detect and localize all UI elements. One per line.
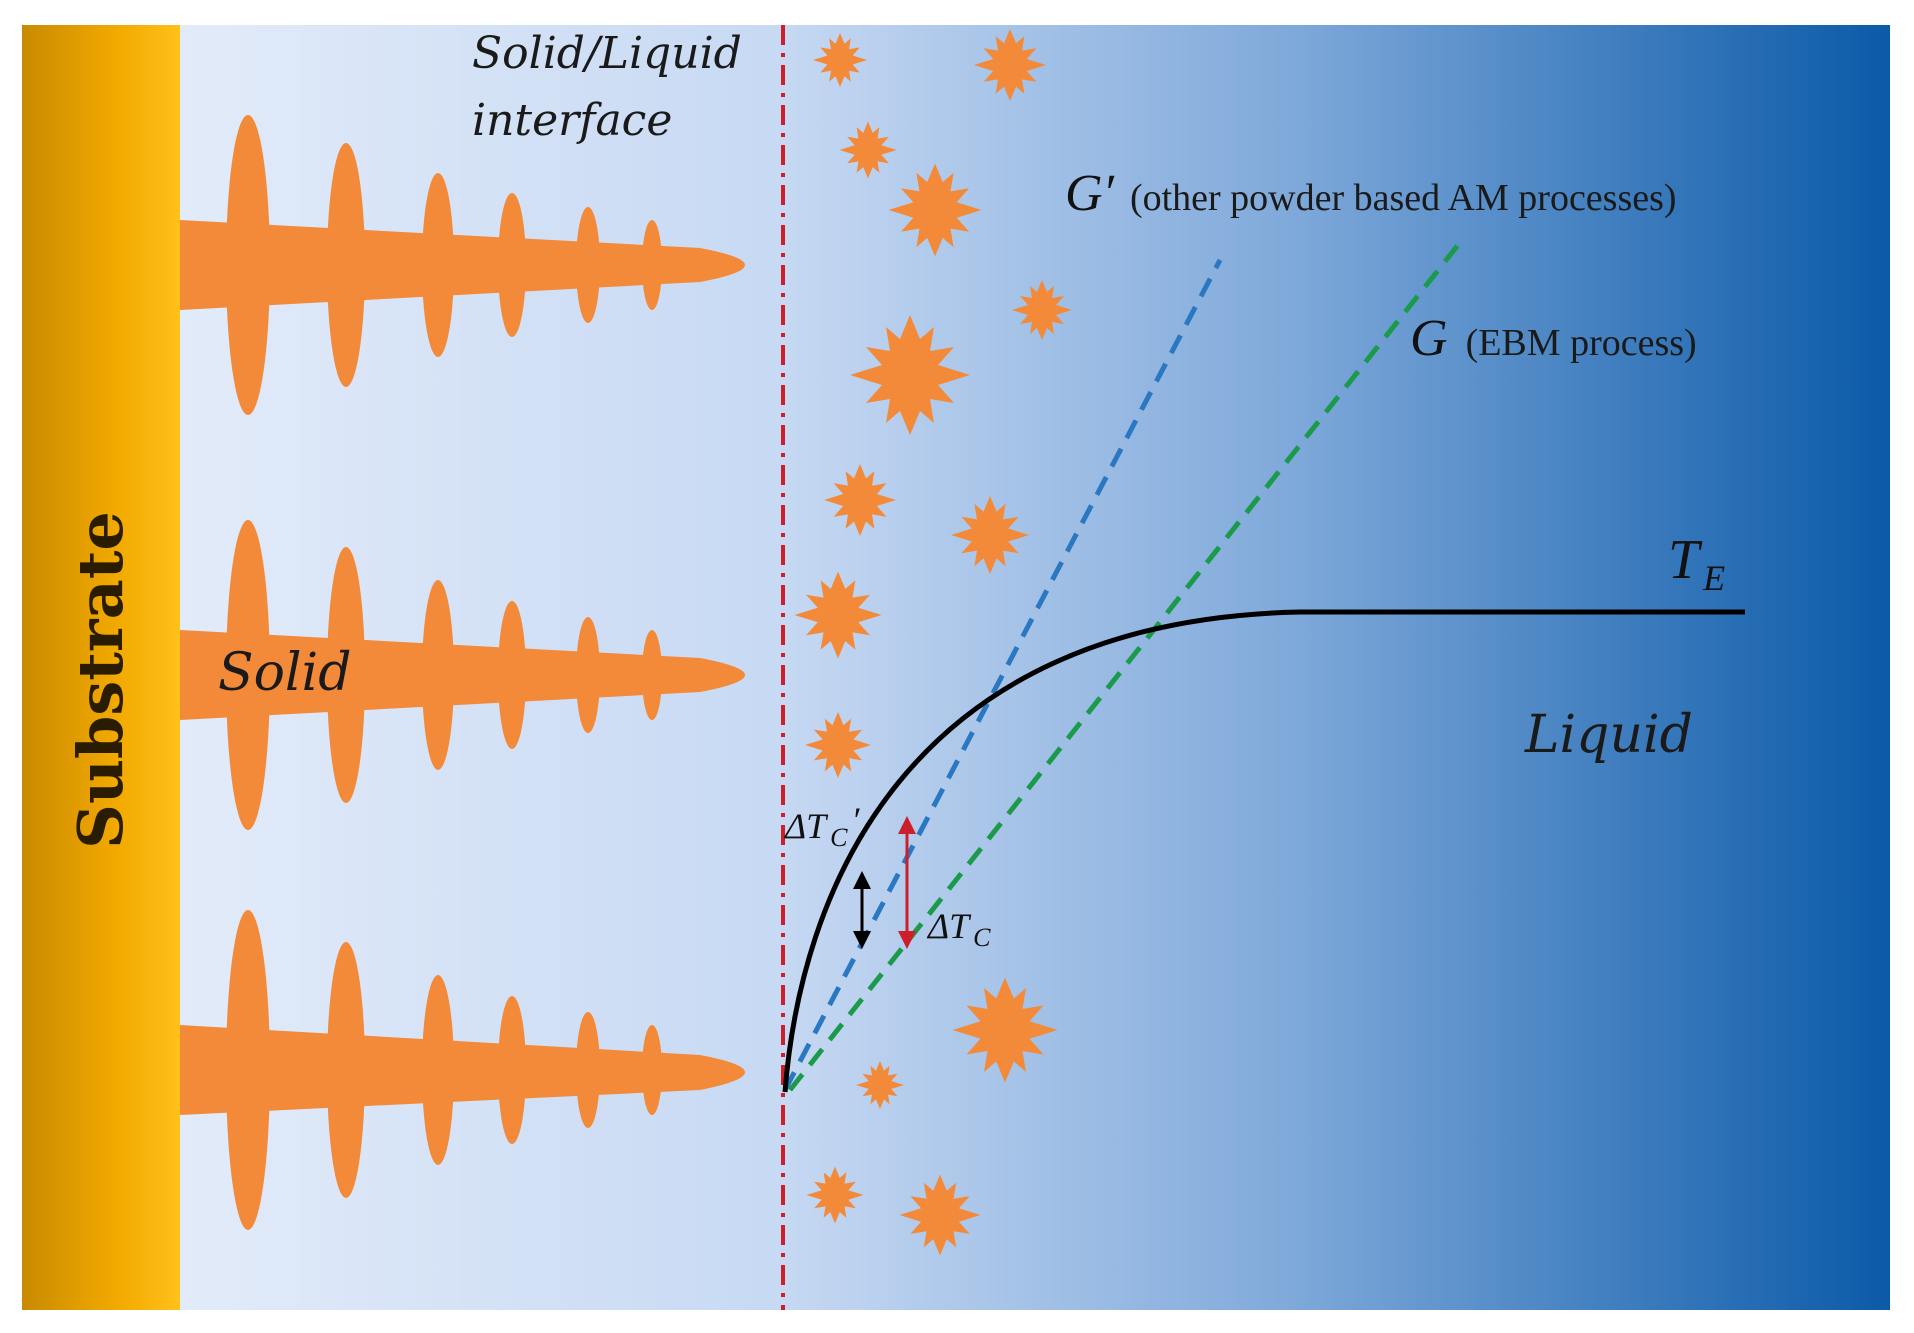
g-symbol: G (1410, 310, 1448, 367)
g-prime-description: (other powder based AM processes) (1130, 177, 1677, 219)
dtc-sub: C (973, 923, 991, 952)
g-prime-line (782, 258, 1223, 1092)
g-label: G (EBM process) (1410, 310, 1697, 367)
g-description: (EBM process) (1466, 322, 1697, 364)
dtc-main: ΔT (926, 906, 972, 946)
dtc-prime-label: ΔT C ′ (783, 800, 861, 852)
g-line (788, 238, 1464, 1092)
dendrite-bottom (180, 910, 745, 1230)
te-label: T E (1668, 529, 1725, 598)
dtc-prime-sub: C (830, 823, 848, 852)
substrate-label: Substrate (64, 511, 137, 849)
te-sub: E (1702, 558, 1725, 598)
te-curve (782, 609, 1745, 1093)
g-prime-symbol: G′ (1065, 165, 1116, 222)
substrate-bar (22, 25, 180, 1310)
interface-label-line1: Solid/Liquid (472, 28, 742, 79)
dendrite-middle (180, 520, 745, 830)
solid-label: Solid (218, 643, 351, 703)
dtc-prime-main: ΔT (783, 806, 829, 846)
dendrite-top (180, 115, 745, 415)
interface-label-line2: interface (472, 95, 672, 146)
dtc-prime-mark: ′ (852, 800, 861, 840)
te-main: T (1668, 529, 1703, 591)
g-prime-label: G′ (other powder based AM processes) (1065, 165, 1677, 222)
dtc-label: ΔT C (926, 906, 991, 952)
liquid-label: Liquid (1524, 705, 1693, 765)
